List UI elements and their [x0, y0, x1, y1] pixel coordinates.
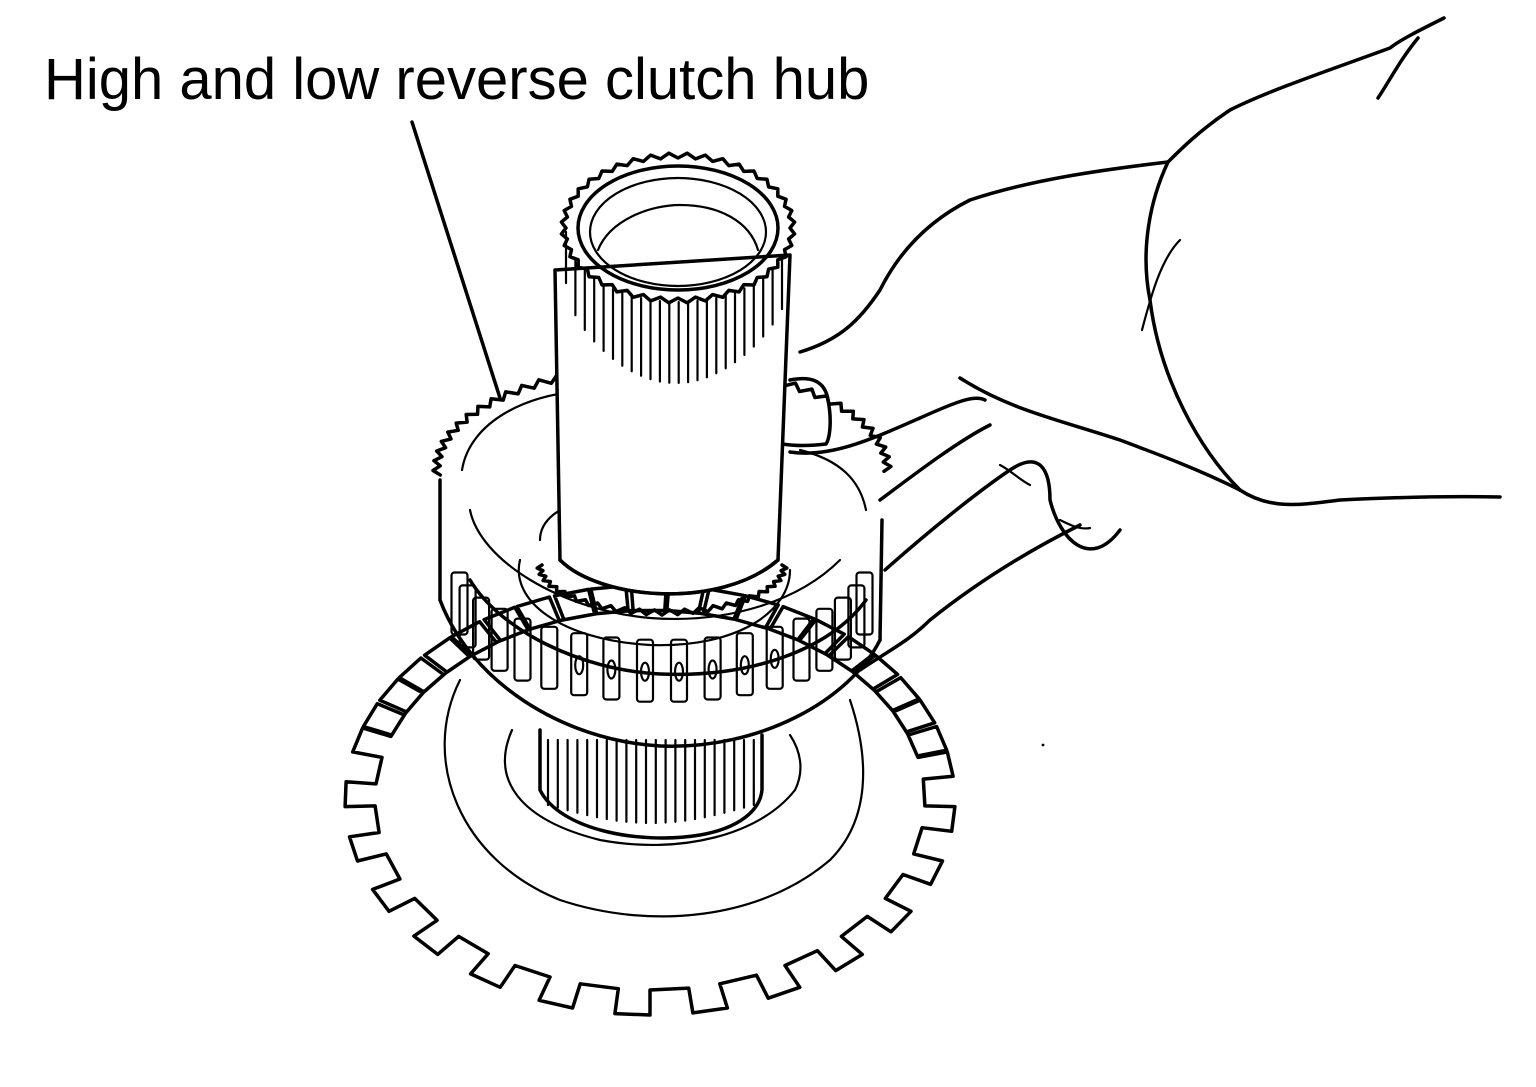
hand-icon: [780, 16, 1502, 672]
hub-slot: [458, 584, 477, 649]
hub-slot-hole: [606, 659, 617, 680]
hub-slot-hole: [707, 659, 718, 680]
lower-collar-icon: [538, 728, 764, 840]
hub-slot: [833, 596, 853, 661]
hub-slot: [472, 596, 491, 661]
hub-slot: [635, 638, 655, 703]
hub-slot: [792, 617, 811, 682]
hub-slot: [855, 571, 874, 636]
gear-icon: [343, 583, 957, 1017]
hub-slot: [540, 625, 559, 690]
hub-slot-hole: [739, 655, 750, 676]
hub-slot: [735, 632, 754, 697]
hub-slot-hole: [769, 648, 780, 669]
callout-leader-line: [410, 120, 502, 400]
hub-slot: [703, 636, 722, 701]
hub-slot: [765, 625, 784, 690]
callout-label: High and low reverse clutch hub: [44, 47, 870, 112]
hub-slot: [669, 638, 689, 703]
clutch-hub-icon: [431, 361, 893, 748]
hub-slot: [815, 607, 834, 672]
hub-slot: [602, 636, 621, 701]
hub-slot-hole: [673, 661, 685, 682]
hub-slot-hole: [639, 661, 651, 682]
speck: [1041, 743, 1045, 747]
splined-shaft-icon: [535, 151, 797, 617]
hub-slot: [570, 632, 589, 697]
hub-slot: [513, 617, 532, 682]
hub-slot: [490, 607, 509, 672]
hub-slot-hole: [574, 655, 585, 676]
